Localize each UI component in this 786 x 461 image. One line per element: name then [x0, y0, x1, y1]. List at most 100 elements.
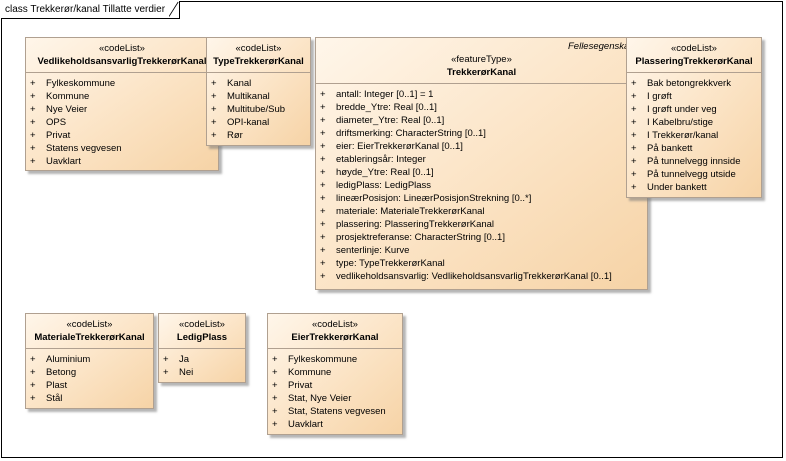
visibility-marker: +: [272, 380, 278, 391]
item-label: materiale: MaterialeTrekkerørKanal: [336, 206, 485, 217]
list-item: +Kanal: [211, 77, 310, 90]
item-label: Uavklart: [288, 419, 323, 430]
item-label: Rør: [227, 130, 243, 141]
visibility-marker: +: [631, 78, 637, 89]
visibility-marker: +: [320, 219, 326, 230]
stereotype-label: «codeList»: [179, 319, 225, 330]
visibility-marker: +: [320, 89, 326, 100]
list-item: +Fylkeskommune: [272, 353, 402, 366]
visibility-marker: +: [320, 206, 326, 217]
visibility-marker: +: [30, 130, 36, 141]
class-header: «codeList» LedigPlass: [159, 314, 245, 349]
class-eier[interactable]: «codeList» EierTrekkerørKanal +Fylkeskom…: [267, 313, 403, 435]
item-label: Stål: [46, 393, 63, 404]
list-item: + prosjektreferanse: CharacterString [0..…: [320, 231, 647, 244]
list-item: + diameter_Ytre: Real [0..1]: [320, 114, 647, 127]
visibility-marker: +: [30, 104, 36, 115]
list-item: +driftsmerking: CharacterString [0..1]: [320, 127, 647, 140]
item-label: høyde_Ytre: Real [0..1]: [336, 167, 434, 178]
stereotype-label: «codeList»: [235, 43, 282, 54]
list-item: + etableringsår: Integer: [320, 153, 647, 166]
list-item: +OPS: [30, 116, 218, 129]
class-items: +Kanal + Multikanal+Multitube/Sub+OPI-kana…: [207, 73, 310, 142]
class-header: «codeList» VedlikeholdsansvarligTrekkerø…: [26, 38, 218, 73]
item-label: I Kabelbru/stige: [647, 117, 714, 128]
class-items: +Fylkeskommune+Kommune+Privat+Stat, Nye …: [268, 349, 402, 431]
stereotype-label: «featureType»: [451, 54, 512, 65]
list-item: +Plast: [30, 379, 153, 392]
item-label: prosjektreferanse: CharacterString [0..1…: [336, 232, 505, 243]
class-materiale[interactable]: «codeList» MaterialeTrekkerørKanal +Alum…: [25, 313, 154, 409]
item-label: På tunnelvegg innside: [647, 156, 741, 167]
visibility-marker: +: [631, 169, 637, 180]
list-item: +På bankett: [631, 142, 761, 155]
visibility-marker: +: [320, 245, 326, 256]
visibility-marker: +: [320, 115, 326, 126]
list-item: +Kommune: [272, 366, 402, 379]
item-label: etableringsår: Integer: [336, 154, 426, 165]
class-attributes: + antall: Integer [0..1] = 1+bredde_Ytre:…: [316, 84, 647, 283]
visibility-marker: +: [30, 91, 36, 102]
class-ledig-plass[interactable]: «codeList» LedigPlass +Ja+Nei: [158, 313, 246, 383]
class-header: «codeList» PlasseringTrekkerørKanal: [627, 38, 761, 73]
item-label: Kanal: [227, 78, 252, 89]
list-item: +Nei: [163, 366, 245, 379]
visibility-marker: +: [631, 91, 637, 102]
list-item: +På tunnelvegg utside: [631, 168, 761, 181]
item-label: Stat, Statens vegvesen: [288, 406, 386, 417]
visibility-marker: +: [320, 154, 326, 165]
item-label: Statens vegvesen: [46, 143, 122, 154]
visibility-marker: +: [320, 193, 326, 204]
list-item: +Statens vegvesen: [30, 142, 218, 155]
diagram-title: class Trekkerør/kanal Tillatte verdier: [1, 1, 181, 19]
visibility-marker: +: [272, 393, 278, 404]
class-trekkeror-kanal[interactable]: Fellesegenskaper «featureType» Trekkerør…: [315, 37, 648, 290]
item-label: Kommune: [288, 367, 332, 378]
list-item: + ledigPlass: LedigPlass: [320, 179, 647, 192]
class-vedlikeholdsansvarlig[interactable]: «codeList» VedlikeholdsansvarligTrekkerø…: [25, 37, 219, 171]
visibility-marker: +: [211, 104, 217, 115]
visibility-marker: +: [320, 232, 326, 243]
item-label: I Trekkerør/kanal: [647, 130, 719, 141]
class-plassering[interactable]: «codeList» PlasseringTrekkerørKanal +Bak…: [626, 37, 762, 198]
class-name: TypeTrekkerørKanal: [213, 56, 304, 67]
item-label: ledigPlass: LedigPlass: [336, 180, 432, 191]
list-item: +Uavklart: [30, 155, 218, 168]
visibility-marker: +: [631, 156, 637, 167]
item-label: eier: EierTrekkerørKanal [0..1]: [336, 141, 463, 152]
class-header: «codeList» TypeTrekkerørKanal: [207, 38, 310, 73]
visibility-marker: +: [30, 354, 36, 365]
list-item: +OPI-kanal: [211, 116, 310, 129]
item-label: antall: Integer [0..1] = 1: [336, 89, 434, 100]
class-name: LedigPlass: [176, 332, 228, 343]
package-label: Fellesegenskaper: [568, 41, 643, 52]
stereotype-label: «codeList»: [99, 43, 145, 54]
class-type-trekkeror[interactable]: «codeList» TypeTrekkerørKanal +Kanal+Mul…: [206, 37, 311, 146]
stereotype-label: «codeList»: [312, 319, 358, 330]
list-item: + eier: EierTrekkerørKanal [0..1]: [320, 140, 647, 153]
visibility-marker: +: [30, 156, 36, 167]
title-tab-corner: [169, 1, 179, 17]
item-label: Multikanal: [227, 91, 270, 102]
item-label: OPS: [46, 117, 67, 128]
class-header: «codeList» MaterialeTrekkerørKanal: [26, 314, 153, 349]
visibility-marker: +: [631, 130, 637, 141]
list-item: +Under bankett: [631, 181, 761, 194]
list-item: +Privat: [272, 379, 402, 392]
visibility-marker: +: [631, 182, 637, 193]
list-item: +I grøft: [631, 90, 761, 103]
visibility-marker: +: [631, 143, 637, 154]
list-item: +Multitube/Sub: [211, 103, 310, 116]
class-items: +Fylkeskommune+Kommune+Nye Veier+OPS+Pri…: [26, 73, 218, 168]
list-item: +I Kabelbru/stige: [631, 116, 761, 129]
visibility-marker: +: [30, 78, 36, 89]
list-item: +Stål: [30, 392, 153, 405]
list-item: +Kommune: [30, 90, 218, 103]
class-items: +Aluminium+Betong+Plast+Stål: [26, 349, 153, 405]
item-label: diameter_Ytre: Real [0..1]: [336, 115, 445, 126]
stereotype-label: «codeList»: [66, 319, 113, 330]
visibility-marker: +: [631, 104, 637, 115]
visibility-marker: +: [320, 180, 326, 191]
list-item: +bredde_Ytre: Real [0..1]: [320, 101, 647, 114]
item-label: Betong: [46, 367, 77, 378]
